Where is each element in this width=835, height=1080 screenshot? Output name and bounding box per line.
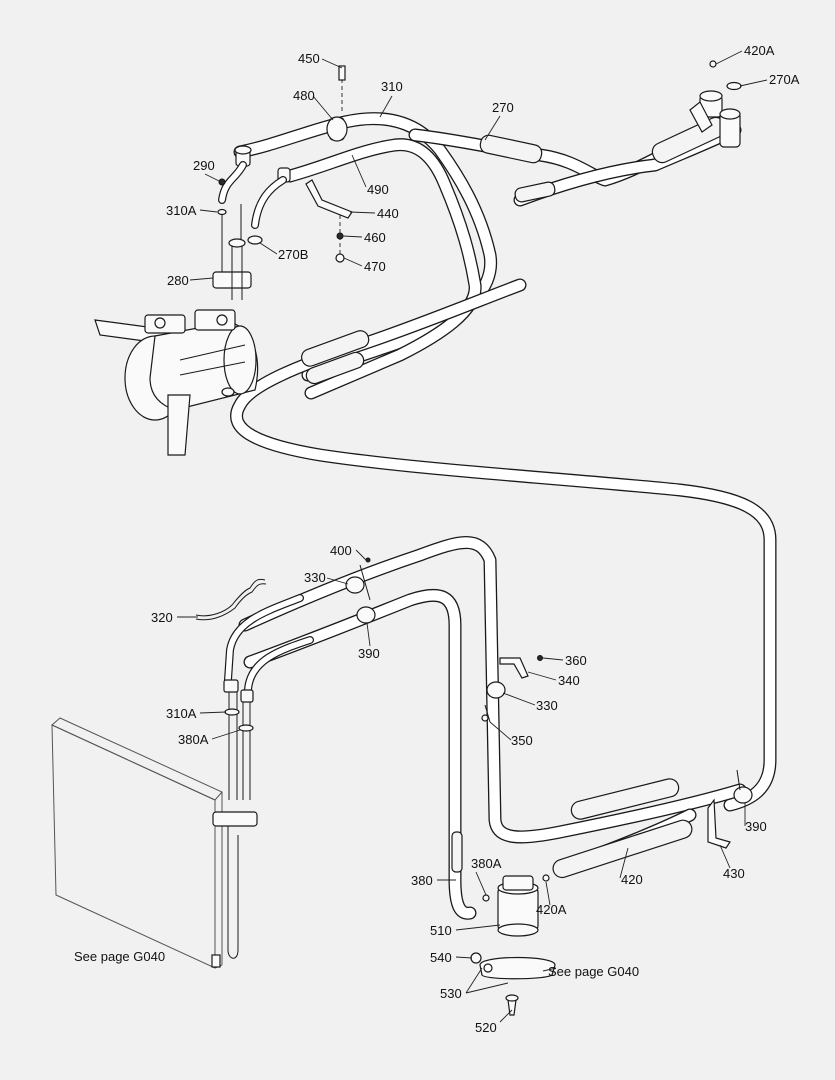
callout-350: 350 <box>511 733 533 748</box>
callout-320: 320 <box>151 610 173 625</box>
callout-390-left: 390 <box>358 646 380 661</box>
manifold-280 <box>212 238 252 300</box>
bracket-440 <box>305 179 353 219</box>
callout-310: 310 <box>381 79 403 94</box>
clamp-mid <box>481 655 543 723</box>
callout-380a-right: 380A <box>471 856 502 871</box>
callout-labels: 450 480 310 270 420A 270A 290 490 310A 4… <box>151 43 800 1035</box>
sleeve-loop-2 <box>305 351 365 385</box>
hose-490 <box>283 138 482 400</box>
callout-390-right: 390 <box>745 819 767 834</box>
condenser <box>51 717 258 969</box>
callout-270b: 270B <box>278 247 308 262</box>
note-condenser: See page G040 <box>74 949 165 964</box>
callout-400: 400 <box>330 543 352 558</box>
callout-450: 450 <box>298 51 320 66</box>
sleeve-loop-1 <box>301 330 370 367</box>
callout-330-mid: 330 <box>536 698 558 713</box>
callout-420a-top: 420A <box>744 43 775 58</box>
hose-lower-inner <box>243 588 477 920</box>
callout-480: 480 <box>293 88 315 103</box>
note-drier: See page G040 <box>548 964 639 979</box>
evaporator-fittings <box>689 60 742 148</box>
compressor <box>94 309 259 456</box>
callout-430: 430 <box>723 866 745 881</box>
callout-490: 490 <box>367 182 389 197</box>
clamp-right <box>707 769 753 849</box>
callout-530: 530 <box>440 986 462 1001</box>
callout-340: 340 <box>558 673 580 688</box>
callout-330-top: 330 <box>304 570 326 585</box>
callout-420a-bottom: 420A <box>536 902 567 917</box>
washer-460 <box>336 232 344 240</box>
callout-270a: 270A <box>769 72 800 87</box>
clamp-480 <box>326 116 348 142</box>
callout-420: 420 <box>621 872 643 887</box>
sleeve-upper-mid <box>514 181 556 203</box>
sleeve-lower-1 <box>570 778 680 820</box>
callout-310a-top: 310A <box>166 203 197 218</box>
callout-380a-left: 380A <box>178 732 209 747</box>
condenser-lines <box>223 594 314 800</box>
callout-510: 510 <box>430 923 452 938</box>
callout-540: 540 <box>430 950 452 965</box>
callout-280: 280 <box>167 273 189 288</box>
sleeve-lower-3 <box>451 831 463 873</box>
leader-lines <box>177 50 768 1023</box>
callout-310a-bottom: 310A <box>166 706 197 721</box>
pipe-320 <box>195 578 266 617</box>
nut-470 <box>335 253 345 263</box>
callout-270: 270 <box>492 100 514 115</box>
callout-380: 380 <box>411 873 433 888</box>
callout-520: 520 <box>475 1020 497 1035</box>
bolt-450 <box>338 65 346 81</box>
callout-440: 440 <box>377 206 399 221</box>
callout-360: 360 <box>565 653 587 668</box>
callout-290: 290 <box>193 158 215 173</box>
callout-470: 470 <box>364 259 386 274</box>
receiver-drier <box>470 874 556 1016</box>
fittings-upper-left <box>217 145 291 272</box>
callout-460: 460 <box>364 230 386 245</box>
sleeve-270 <box>479 134 543 164</box>
clamps-upper-lower <box>345 557 376 624</box>
